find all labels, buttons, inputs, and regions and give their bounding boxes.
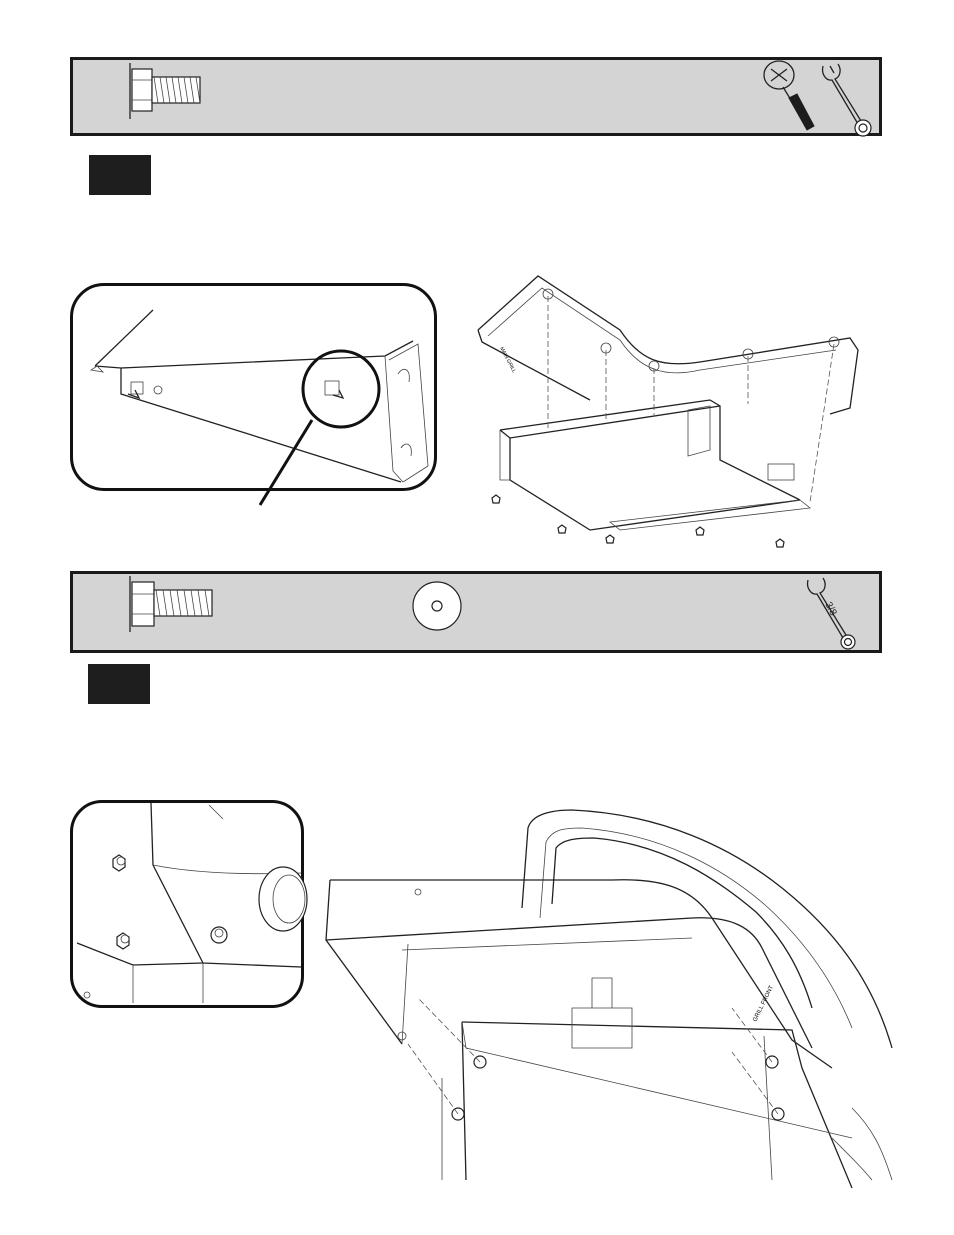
panel-label-text-2: GRILL FRONT xyxy=(752,984,775,1022)
parts-bar-step-2: 3/8 xyxy=(70,571,882,653)
assembly-diagram-2: GRILL FRONT xyxy=(312,808,902,1180)
detail-2-drawing xyxy=(73,803,307,1011)
screw-markers xyxy=(492,495,784,547)
detail-callout-2 xyxy=(70,800,304,1008)
wrench-size-icon: 3/8 xyxy=(803,574,863,652)
panel-label-text: MAIN GRILL xyxy=(498,346,517,374)
flat-washer-icon xyxy=(409,578,465,634)
assembly-diagram-1: MAIN GRILL xyxy=(470,270,870,560)
step-number-2 xyxy=(88,664,150,704)
flange-bolt-icon xyxy=(128,576,220,634)
wrench-size-label: 3/8 xyxy=(822,600,838,618)
